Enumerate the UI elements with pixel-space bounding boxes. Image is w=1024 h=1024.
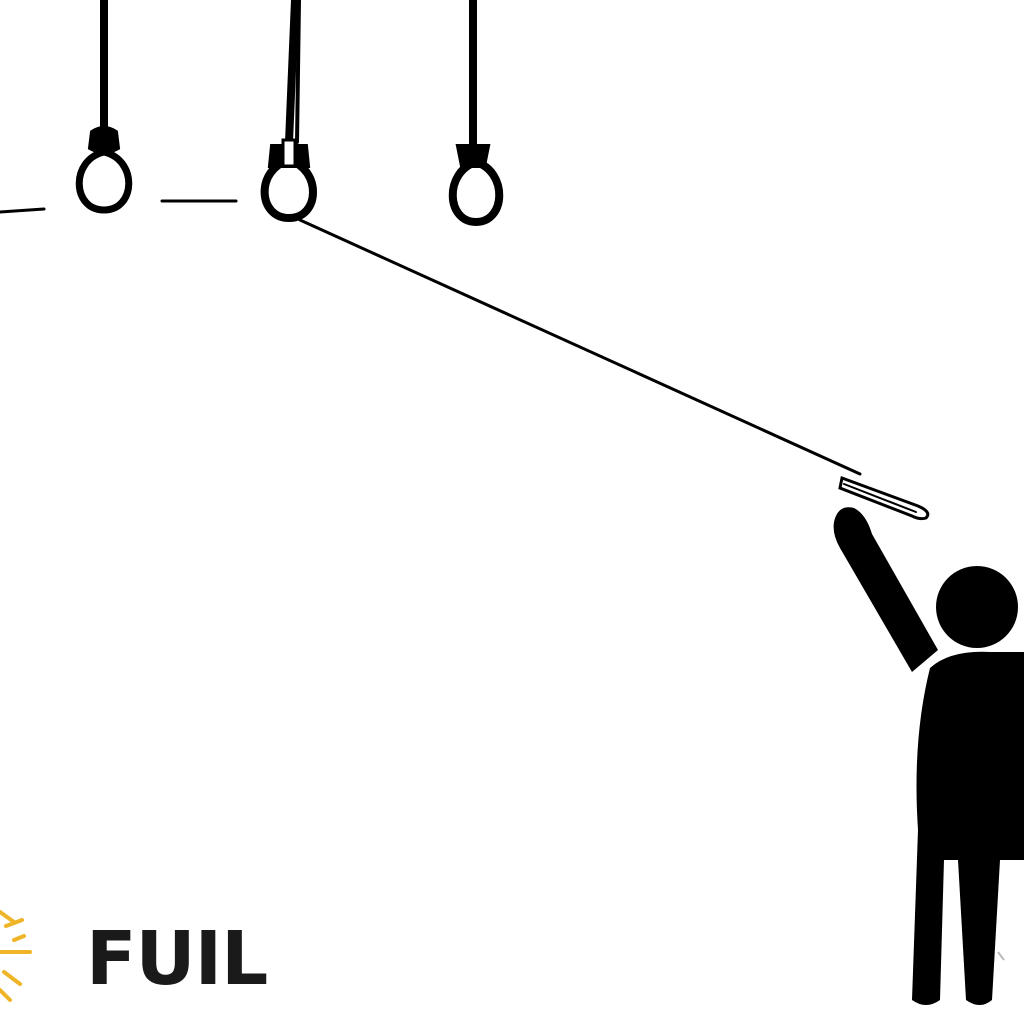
sun-burst-icon (0, 910, 32, 1002)
noose-icon (260, 0, 317, 223)
pole-line (298, 218, 930, 521)
noose-icon (75, 0, 133, 214)
leg-detail (997, 951, 1005, 961)
dash-line-left (0, 199, 238, 214)
brand-wordmark: FUIL (86, 916, 268, 1002)
person-arms-raised-icon (833, 507, 1024, 1005)
noose-icon (448, 0, 504, 227)
